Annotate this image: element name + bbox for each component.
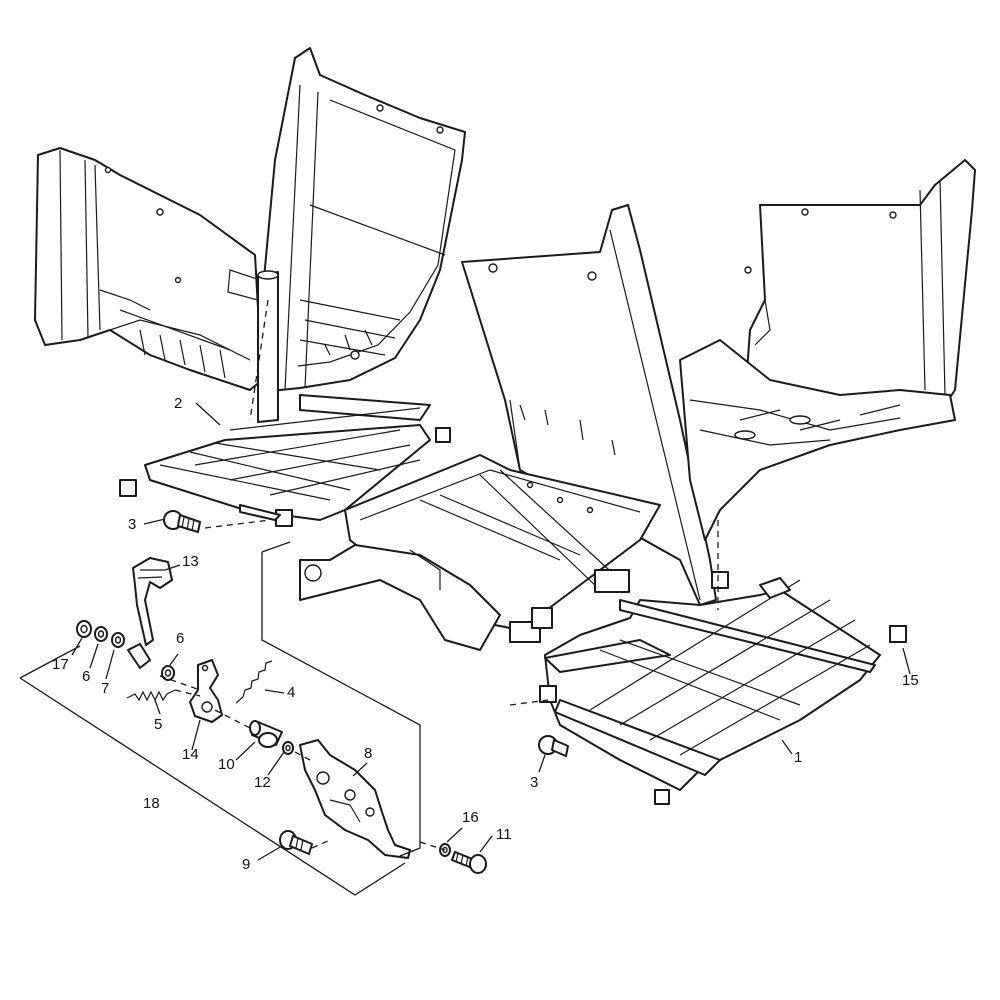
washer-7 xyxy=(111,632,125,648)
callout-12: 12 xyxy=(254,774,271,791)
callout-7: 7 xyxy=(101,680,110,697)
release-lever xyxy=(127,557,173,669)
washer-6-right xyxy=(161,665,175,681)
floor-crossmember-frame xyxy=(299,454,661,651)
callout-2: 2 xyxy=(174,395,183,412)
callout-5: 5 xyxy=(154,716,163,733)
callout-9: 9 xyxy=(242,856,251,873)
washer-15 xyxy=(76,620,92,638)
pivot-shaft xyxy=(249,720,283,748)
bolt-right xyxy=(538,735,569,757)
spring-4 xyxy=(235,660,273,704)
callout-1: 1 xyxy=(794,749,803,766)
rear-floor-panel xyxy=(679,339,956,541)
bolt-11 xyxy=(451,851,487,874)
leader-lines xyxy=(71,402,911,861)
recliner-bracket xyxy=(299,739,411,859)
subassembly-outline xyxy=(261,541,421,857)
assembly-line-lever xyxy=(159,675,446,851)
callout-16: 15 xyxy=(902,672,919,689)
right-seat-track-assembly xyxy=(539,571,907,805)
assembly-line-bolt-left xyxy=(204,519,271,529)
callout-15: 17 xyxy=(52,656,69,673)
pivot-cam xyxy=(189,659,223,723)
callout-8: 8 xyxy=(364,745,373,762)
callout-6-right: 6 xyxy=(176,630,185,647)
callout-4: 4 xyxy=(287,684,296,701)
callout-10: 10 xyxy=(218,756,235,773)
callout-14: 14 xyxy=(182,746,199,763)
left-side-trim-panel xyxy=(34,147,263,391)
spring-5 xyxy=(126,689,176,702)
group-bracket-18 xyxy=(19,645,406,896)
washer-6-left xyxy=(94,626,108,642)
washer-12 xyxy=(282,741,294,755)
callout-17: 16 xyxy=(462,809,479,826)
left-seat-track-assembly xyxy=(119,394,451,527)
callout-3-right: 3 xyxy=(530,774,539,791)
left-seatback-frame xyxy=(257,47,466,423)
callout-3-left: 3 xyxy=(128,516,137,533)
bolt-9 xyxy=(279,830,313,855)
callout-11: 11 xyxy=(496,826,512,843)
bolt-left xyxy=(163,510,201,533)
callout-18: 18 xyxy=(143,795,160,812)
callout-13: 13 xyxy=(182,553,199,570)
assembly-line-seatback-left xyxy=(249,299,269,421)
callout-6-left: 6 xyxy=(82,668,91,685)
